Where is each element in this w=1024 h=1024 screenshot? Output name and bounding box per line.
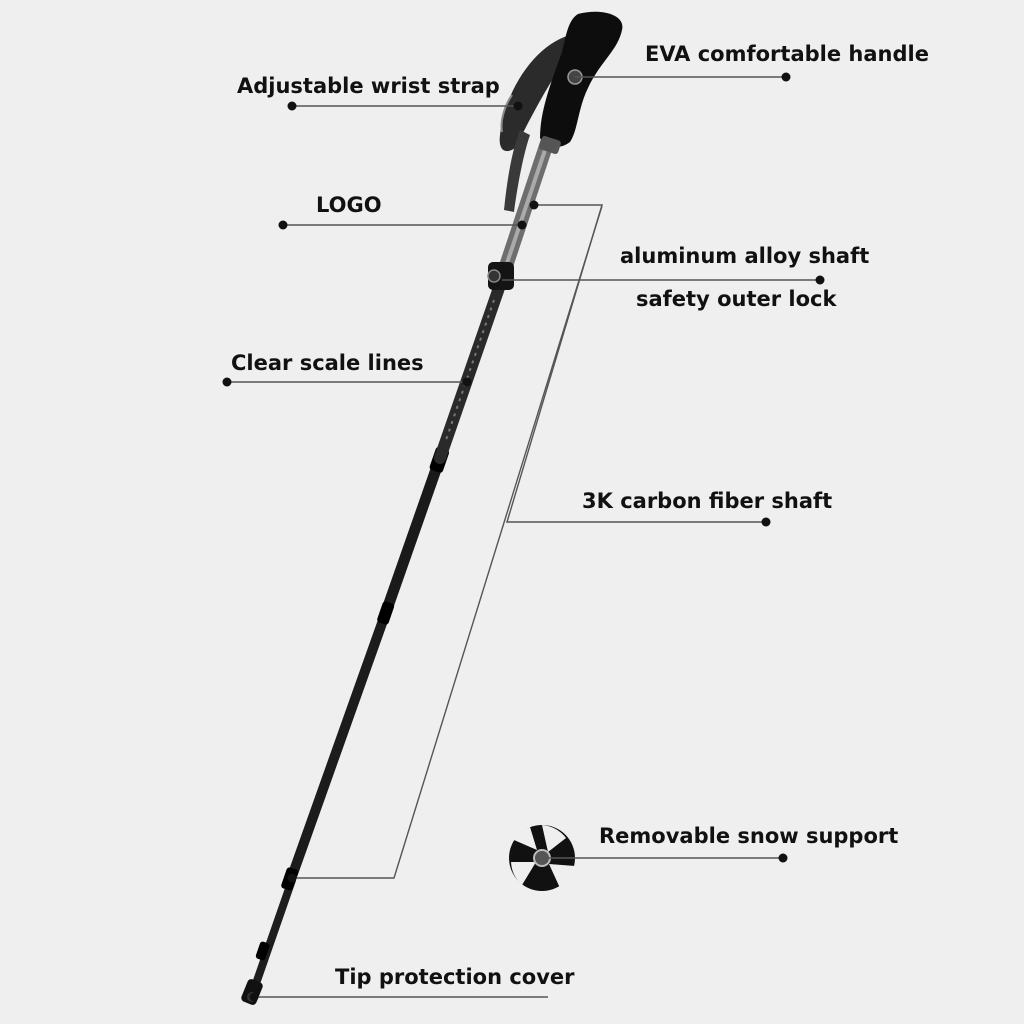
leader-alloy-shaft: [506, 204, 766, 523]
label-removable-snow-support: Removable snow support: [599, 824, 899, 848]
label-aluminum-alloy-shaft: aluminum alloy shaft: [620, 244, 870, 268]
label-eva-comfortable-handle: EVA comfortable handle: [645, 42, 929, 66]
label-logo: LOGO: [316, 193, 382, 217]
shaft-section-lower: [285, 607, 391, 887]
eva-handle: [539, 11, 623, 154]
label-tip-protection-cover: Tip protection cover: [335, 965, 575, 989]
shaft-section-middle: [380, 452, 446, 618]
wrist-strap: [499, 35, 575, 212]
shaft-section-bottom: [248, 876, 296, 999]
label-clear-scale-lines: Clear scale lines: [231, 351, 424, 375]
carbon-fiber-shaft: [248, 447, 450, 999]
leader-dots: [222, 72, 825, 1002]
shaft-joint: [255, 941, 270, 961]
leader-carbon-shaft: [292, 205, 603, 879]
safety-outer-lock: [487, 262, 514, 290]
aluminum-alloy-shaft: [434, 133, 555, 464]
shaft-joint: [377, 601, 395, 625]
label-3k-carbon-fiber-shaft: 3K carbon fiber shaft: [582, 489, 833, 513]
label-adjustable-wrist-strap: Adjustable wrist strap: [237, 74, 500, 98]
leader-lines: [227, 76, 820, 998]
label-safety-outer-lock: safety outer lock: [636, 287, 837, 311]
